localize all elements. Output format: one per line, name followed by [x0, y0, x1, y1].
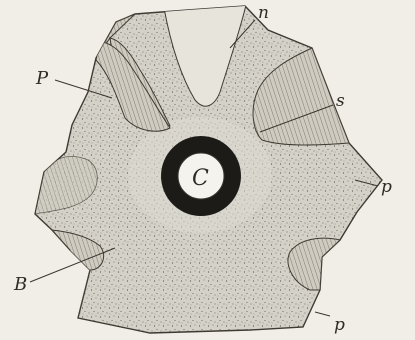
label-P: P	[35, 68, 49, 89]
label-s: s	[336, 91, 345, 111]
label-p-bottom: p	[334, 315, 345, 335]
label-n: n	[258, 3, 269, 23]
label-p-right: p	[381, 177, 392, 197]
label-C: C	[192, 166, 209, 191]
label-B: B	[13, 274, 27, 295]
